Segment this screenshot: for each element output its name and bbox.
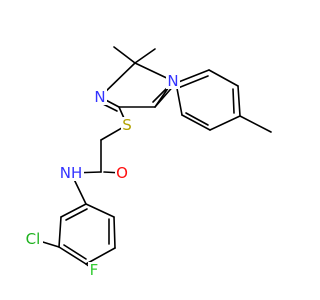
ring-nitrogen-top: N [166, 72, 180, 90]
bond-aryl-2-3 [58, 216, 62, 248]
bond-aryl-3-4-double [63, 244, 87, 260]
bond-aryl-5-6 [113, 216, 116, 249]
sulfur-label: S [122, 116, 132, 134]
ring-nitrogen-left-label: N [94, 88, 105, 106]
fluorine-substituent: F [88, 261, 100, 279]
chemical-structure-diagram: N N S O NH Cl F [23, 46, 272, 279]
atom-label-layer: N N S O NH Cl F [23, 72, 180, 279]
bond-aryl-1-2 [60, 203, 87, 218]
amide-nh-label: NH [60, 164, 83, 182]
oxygen-label: O [116, 164, 128, 182]
bond-tolyl-3-4-double [232, 88, 235, 114]
bond-tolyl-3-4 [237, 85, 241, 117]
thioether-sulfur: S [121, 116, 134, 134]
chlorine-substituent: Cl [23, 230, 43, 248]
fluorine-label: F [90, 261, 99, 279]
bond-tolyl-4-5 [209, 115, 241, 131]
bond-aryl-1-2-double [65, 208, 88, 221]
bond-tolyl-2-3 [208, 69, 239, 87]
bond-methyl-b [113, 46, 136, 64]
carbonyl-oxygen: O [115, 164, 129, 182]
ring-nitrogen-top-label: N [167, 72, 178, 90]
bond-tolyl-5-6 [181, 114, 211, 131]
bond-aryl-4-5 [85, 247, 116, 265]
bond-aryl-3-4 [58, 246, 87, 265]
bond-tolyl-5-6-double [185, 112, 209, 126]
bond-layer [32, 46, 272, 271]
chlorine-label: Cl [26, 230, 41, 248]
bond-methyl-a [134, 48, 156, 64]
bond-tolyl-1-2-double [177, 75, 209, 89]
bond-tolyl-methyl [239, 115, 272, 133]
bond-tolyl-1-2 [175, 69, 210, 84]
ring-nitrogen-left: N [93, 88, 107, 106]
amide-nitrogen: NH [58, 164, 84, 182]
bond-aryl-6-1 [85, 203, 115, 218]
